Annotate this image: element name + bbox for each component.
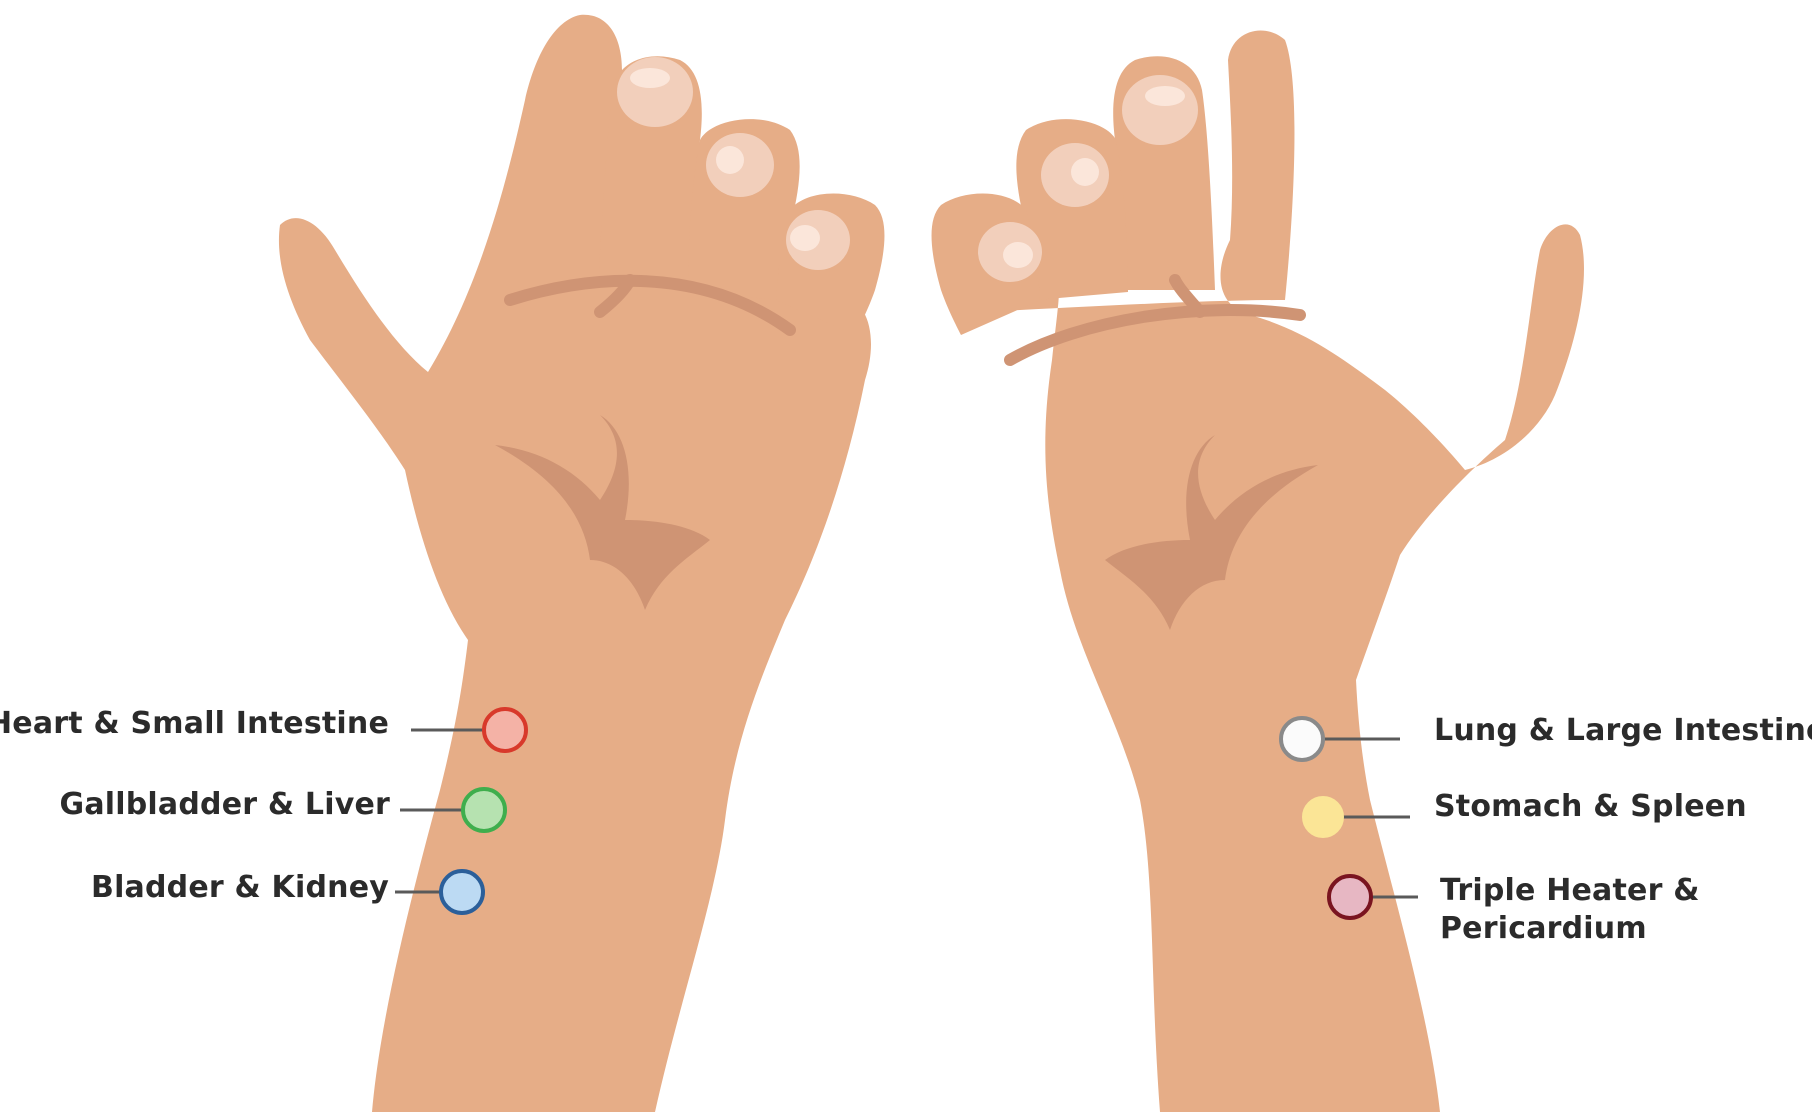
gallbladder-liver-label: Gallbladder & Liver [60,786,390,824]
left-hand-index-nail [617,57,693,127]
stomach-spleen-point[interactable] [1304,798,1342,836]
right-hand-index-nail-shine [1145,86,1185,106]
gallbladder-liver-point[interactable] [463,789,505,831]
triple-heater-label-line-2: Pericardium [1440,910,1700,948]
heart-small-intestine-point[interactable] [484,709,526,751]
triple-heater-label-line-1: Triple Heater & [1440,872,1700,910]
lung-large-intestine-point[interactable] [1281,718,1323,760]
left-hand-ring-nail-shine [790,225,820,251]
left-hand-index-nail-shine [630,68,670,88]
left-hand [279,15,885,1112]
right-hand-middle-nail-shine [1071,158,1099,186]
lung-large-intestine-label: Lung & Large Intestine [1434,712,1812,750]
right-hand [932,30,1584,1112]
right-hand-ring-nail-shine [1003,242,1033,268]
heart-small-intestine-label: Heart & Small Intestine [0,705,389,743]
right-hand-index-nail [1122,75,1198,145]
triple-heater-pericardium-point[interactable] [1329,876,1371,918]
stomach-spleen-label: Stomach & Spleen [1434,788,1747,826]
left-hand-middle-nail-shine [716,146,744,174]
triple-heater-pericardium-label: Triple Heater & Pericardium [1440,872,1700,948]
bladder-kidney-label: Bladder & Kidney [91,869,389,907]
bladder-kidney-point[interactable] [441,871,483,913]
